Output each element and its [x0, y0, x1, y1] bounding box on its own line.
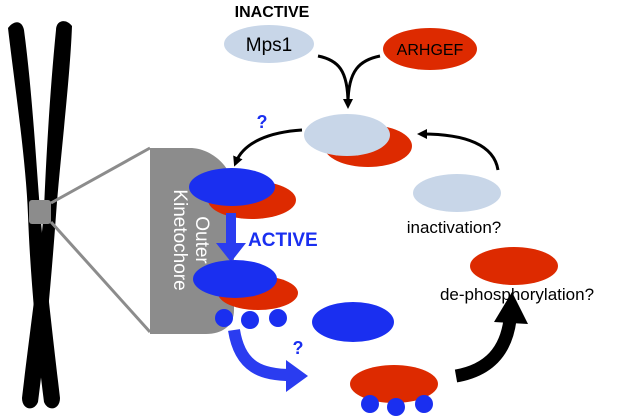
mps1-inactive-shape: [224, 25, 314, 63]
release-arrow: [228, 328, 308, 392]
bound-complex-2: [193, 260, 298, 329]
arhgef-label: ARHGEF: [397, 42, 464, 59]
dephosphorylation-arrow: [454, 292, 528, 383]
released-arhgef-phospho: [350, 365, 438, 416]
arhgef-shape: [383, 28, 477, 70]
inactive-label: INACTIVE: [235, 4, 310, 21]
question-mark-bottom: ?: [293, 338, 304, 358]
activation-arrow: [216, 213, 246, 262]
outer-kinetochore-label-line2: Kinetochore: [169, 189, 190, 290]
phospho-dot: [361, 395, 379, 413]
phospho-dot: [387, 398, 405, 416]
inactivation-label: inactivation?: [407, 218, 502, 237]
bound-complex-1: [189, 168, 296, 219]
active-label: ACTIVE: [248, 230, 318, 251]
dephosphorylation-label: de-phosphorylation?: [440, 285, 594, 304]
inactive-complex: [304, 114, 412, 167]
mps1-label: Mps1: [246, 35, 292, 56]
zoom-line-bottom: [49, 220, 152, 334]
phospho-dot: [415, 395, 433, 413]
mps1-inactivated-shape: [413, 174, 501, 212]
phospho-dot: [269, 309, 287, 327]
chromosome: [8, 21, 152, 409]
centromere: [29, 200, 51, 224]
recruit-arrow: [233, 128, 303, 167]
arhgef-dephospho-shape: [470, 247, 558, 285]
zoom-line-top: [50, 146, 151, 205]
question-mark-top: ?: [257, 112, 268, 132]
phospho-dot: [241, 311, 259, 329]
return-arrow: [417, 129, 500, 171]
phospho-dot: [215, 309, 233, 327]
outer-kinetochore-label-line1: Outer: [191, 216, 212, 264]
merge-arrow: [317, 54, 381, 104]
released-mps1-active: [312, 302, 394, 342]
